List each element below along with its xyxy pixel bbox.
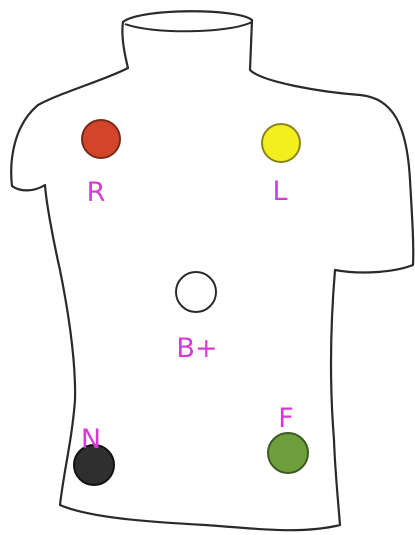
electrode-b-plus-pad: [176, 272, 216, 312]
electrode-f-label: F: [278, 403, 294, 434]
electrode-l-pad: [262, 124, 300, 162]
neck-opening: [125, 22, 252, 31]
electrode-l: L: [262, 124, 300, 207]
electrode-b-plus: B+: [176, 272, 218, 364]
electrode-n-label: N: [81, 424, 101, 455]
electrode-r-label: R: [87, 177, 106, 208]
electrode-r: R: [82, 120, 120, 208]
electrode-b-plus-label: B+: [176, 333, 217, 364]
electrode-r-pad: [82, 120, 120, 158]
electrode-l-label: L: [272, 176, 287, 207]
electrode-f: F: [268, 403, 308, 473]
electrode-n: N: [74, 424, 114, 485]
electrode-f-pad: [268, 433, 308, 473]
torso-outline: [11, 11, 413, 530]
